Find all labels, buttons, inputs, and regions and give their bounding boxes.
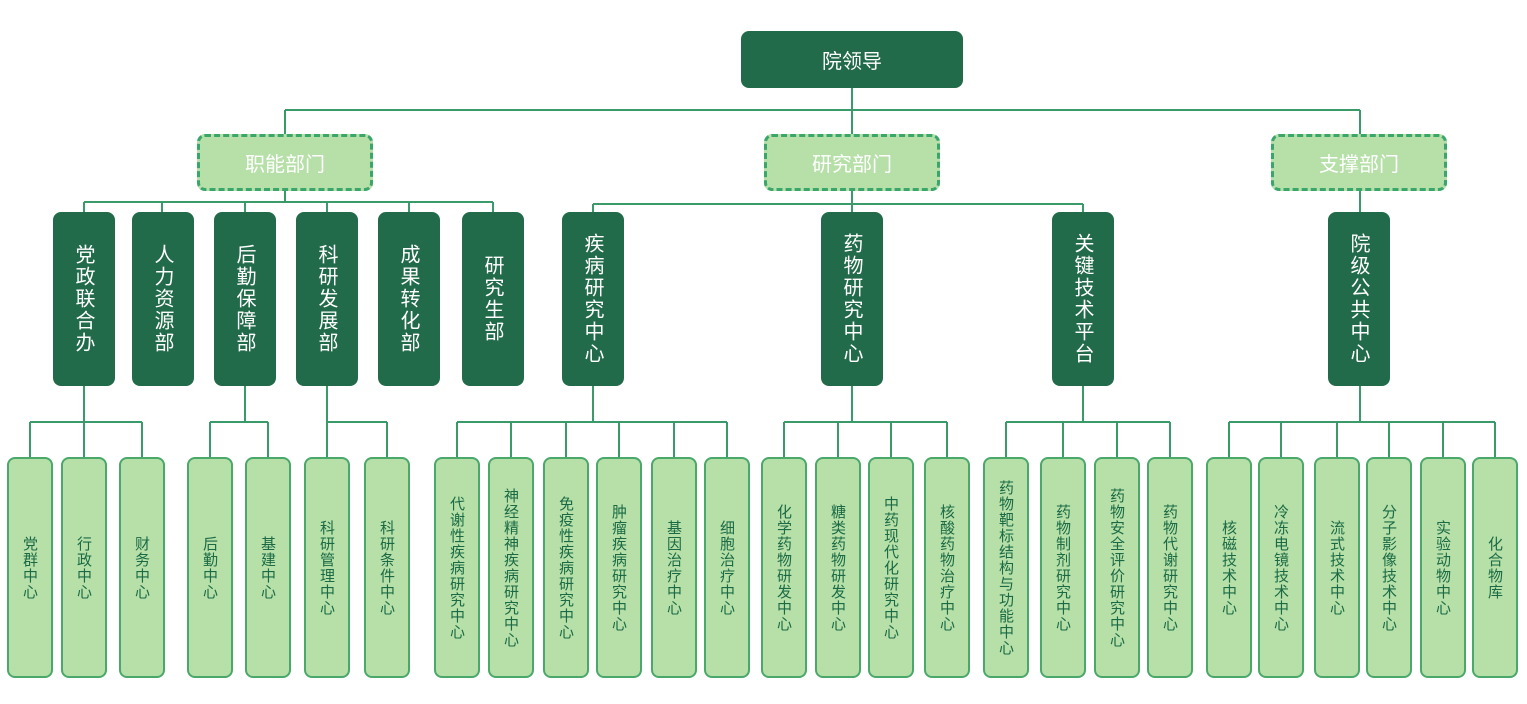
center-box: 党群中心 — [7, 457, 53, 678]
center-box: 肿瘤疾病研究中心 — [596, 457, 642, 678]
center-box: 化学药物研发中心 — [761, 457, 807, 678]
center-box: 中药现代化研究中心 — [868, 457, 914, 678]
root-label: 院领导 — [822, 49, 882, 73]
unit-public-center: 院级公共中心 — [1328, 212, 1390, 386]
center-label: 免疫性疾病研究中心 — [557, 495, 575, 640]
center-box: 化合物库 — [1472, 457, 1518, 678]
dept-research: 研究部门 — [764, 134, 940, 191]
center-label: 中药现代化研究中心 — [882, 495, 900, 640]
unit-drug-research: 药物研究中心 — [821, 212, 883, 386]
center-label: 基建中心 — [259, 535, 277, 600]
center-box: 药物制剂研究中心 — [1040, 457, 1086, 678]
dept-support: 支撑部门 — [1271, 134, 1447, 191]
center-box: 科研管理中心 — [304, 457, 350, 678]
center-label: 神经精神疾病研究中心 — [502, 487, 520, 648]
center-label: 糖类药物研发中心 — [829, 503, 847, 632]
center-label: 细胞治疗中心 — [718, 519, 736, 616]
unit-tech-transfer: 成果转化部 — [378, 212, 440, 386]
center-label: 核磁技术中心 — [1220, 519, 1238, 616]
center-label: 科研管理中心 — [318, 519, 336, 616]
center-box: 后勤中心 — [187, 457, 233, 678]
center-box: 药物安全评价研究中心 — [1094, 457, 1140, 678]
center-label: 流式技术中心 — [1328, 519, 1346, 616]
center-box: 财务中心 — [119, 457, 165, 678]
center-box: 基建中心 — [245, 457, 291, 678]
center-label: 化合物库 — [1486, 535, 1504, 600]
center-label: 冷冻电镜技术中心 — [1272, 503, 1290, 632]
unit-label: 党政联合办 — [72, 244, 96, 354]
unit-label: 院级公共中心 — [1347, 233, 1371, 365]
center-label: 党群中心 — [21, 535, 39, 600]
center-box: 糖类药物研发中心 — [815, 457, 861, 678]
dept-label: 职能部门 — [245, 152, 325, 176]
center-box: 实验动物中心 — [1420, 457, 1466, 678]
center-box: 分子影像技术中心 — [1366, 457, 1412, 678]
unit-label: 成果转化部 — [397, 244, 421, 354]
unit-logistics: 后勤保障部 — [214, 212, 276, 386]
unit-party-admin-office: 党政联合办 — [53, 212, 115, 386]
root-node: 院领导 — [741, 31, 963, 88]
center-label: 肿瘤疾病研究中心 — [610, 503, 628, 632]
center-box: 代谢性疾病研究中心 — [434, 457, 480, 678]
unit-key-tech: 关键技术平台 — [1052, 212, 1114, 386]
center-box: 免疫性疾病研究中心 — [543, 457, 589, 678]
center-label: 药物靶标结构与功能中心 — [997, 479, 1015, 656]
unit-label: 研究生部 — [481, 255, 505, 343]
center-label: 核酸药物治疗中心 — [938, 503, 956, 632]
center-box: 神经精神疾病研究中心 — [488, 457, 534, 678]
center-box: 行政中心 — [61, 457, 107, 678]
dept-label: 支撑部门 — [1319, 152, 1399, 176]
center-box: 药物代谢研究中心 — [1147, 457, 1193, 678]
unit-research-dev: 科研发展部 — [296, 212, 358, 386]
center-box: 细胞治疗中心 — [704, 457, 750, 678]
unit-graduate: 研究生部 — [462, 212, 524, 386]
center-label: 分子影像技术中心 — [1380, 503, 1398, 632]
unit-label: 科研发展部 — [315, 244, 339, 354]
unit-label: 人力资源部 — [151, 244, 175, 354]
center-label: 药物代谢研究中心 — [1161, 503, 1179, 632]
center-box: 流式技术中心 — [1314, 457, 1360, 678]
center-box: 核酸药物治疗中心 — [924, 457, 970, 678]
center-label: 基因治疗中心 — [665, 519, 683, 616]
center-label: 科研条件中心 — [378, 519, 396, 616]
center-box: 冷冻电镜技术中心 — [1258, 457, 1304, 678]
dept-functional: 职能部门 — [197, 134, 373, 191]
center-label: 化学药物研发中心 — [775, 503, 793, 632]
unit-label: 关键技术平台 — [1071, 233, 1095, 365]
center-box: 基因治疗中心 — [651, 457, 697, 678]
center-label: 后勤中心 — [201, 535, 219, 600]
center-label: 代谢性疾病研究中心 — [448, 495, 466, 640]
unit-label: 疾病研究中心 — [581, 233, 605, 365]
center-box: 科研条件中心 — [364, 457, 410, 678]
center-label: 财务中心 — [133, 535, 151, 600]
center-box: 药物靶标结构与功能中心 — [983, 457, 1029, 678]
center-label: 药物安全评价研究中心 — [1108, 487, 1126, 648]
unit-label: 药物研究中心 — [840, 233, 864, 365]
unit-label: 后勤保障部 — [233, 244, 257, 354]
center-box: 核磁技术中心 — [1206, 457, 1252, 678]
center-label: 实验动物中心 — [1434, 519, 1452, 616]
center-label: 行政中心 — [75, 535, 93, 600]
unit-hr: 人力资源部 — [132, 212, 194, 386]
unit-disease-research: 疾病研究中心 — [562, 212, 624, 386]
dept-label: 研究部门 — [812, 152, 892, 176]
center-label: 药物制剂研究中心 — [1054, 503, 1072, 632]
